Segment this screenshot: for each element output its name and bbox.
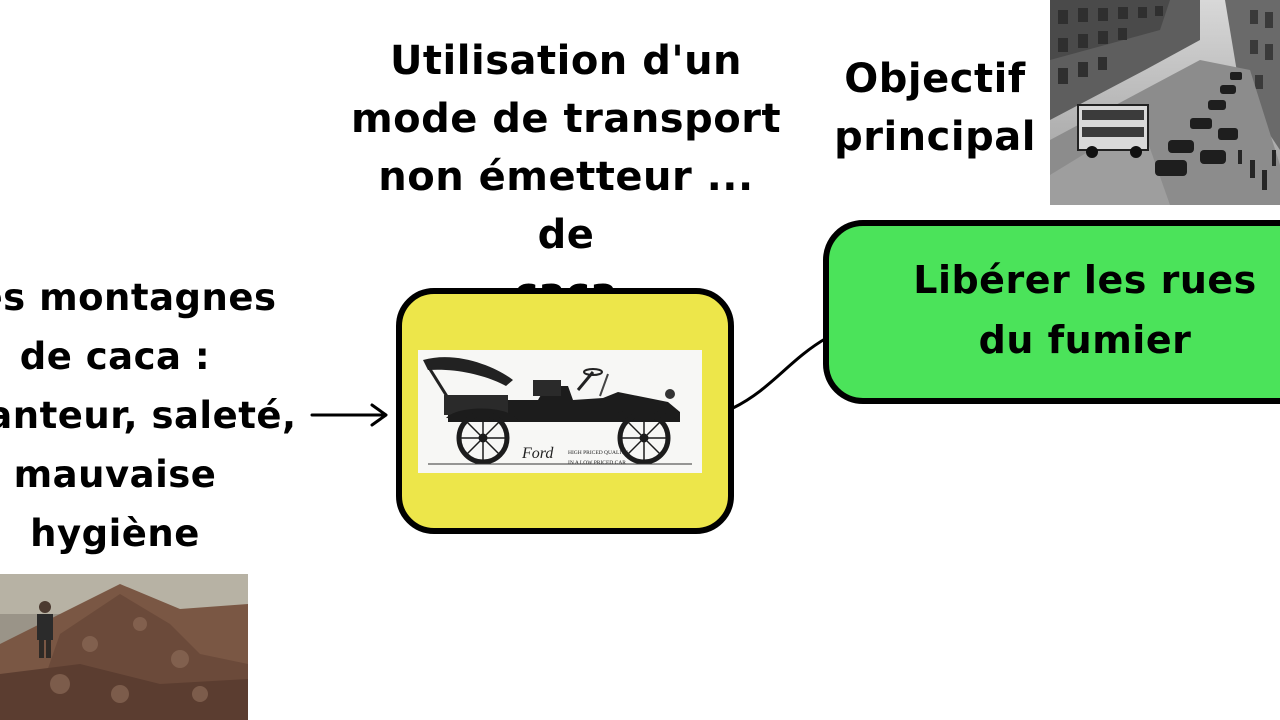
goal-node-text: Libérer les rues du fumier xyxy=(913,258,1257,362)
goal-node-box xyxy=(823,220,1280,404)
ad-brand-text: Ford xyxy=(521,445,554,462)
ad-line-2: IN A LOW PRICED CAR xyxy=(568,460,626,466)
objective-label: Objectif principal xyxy=(834,56,1036,160)
city-street-photo-icon xyxy=(1050,0,1280,205)
ford-model-t-car-icon: Ford HIGH PRICED QUALITY IN A LOW PRICED… xyxy=(418,350,702,473)
right-arrow-icon xyxy=(310,403,388,427)
center-node-caption: Utilisation d'un mode de transport non é… xyxy=(350,38,782,316)
manure-pile-photo-icon xyxy=(0,574,248,720)
left-node-text: Les montagnes de caca : puanteur, saleté… xyxy=(0,276,297,555)
ad-line-1: HIGH PRICED QUALITY xyxy=(568,450,629,456)
